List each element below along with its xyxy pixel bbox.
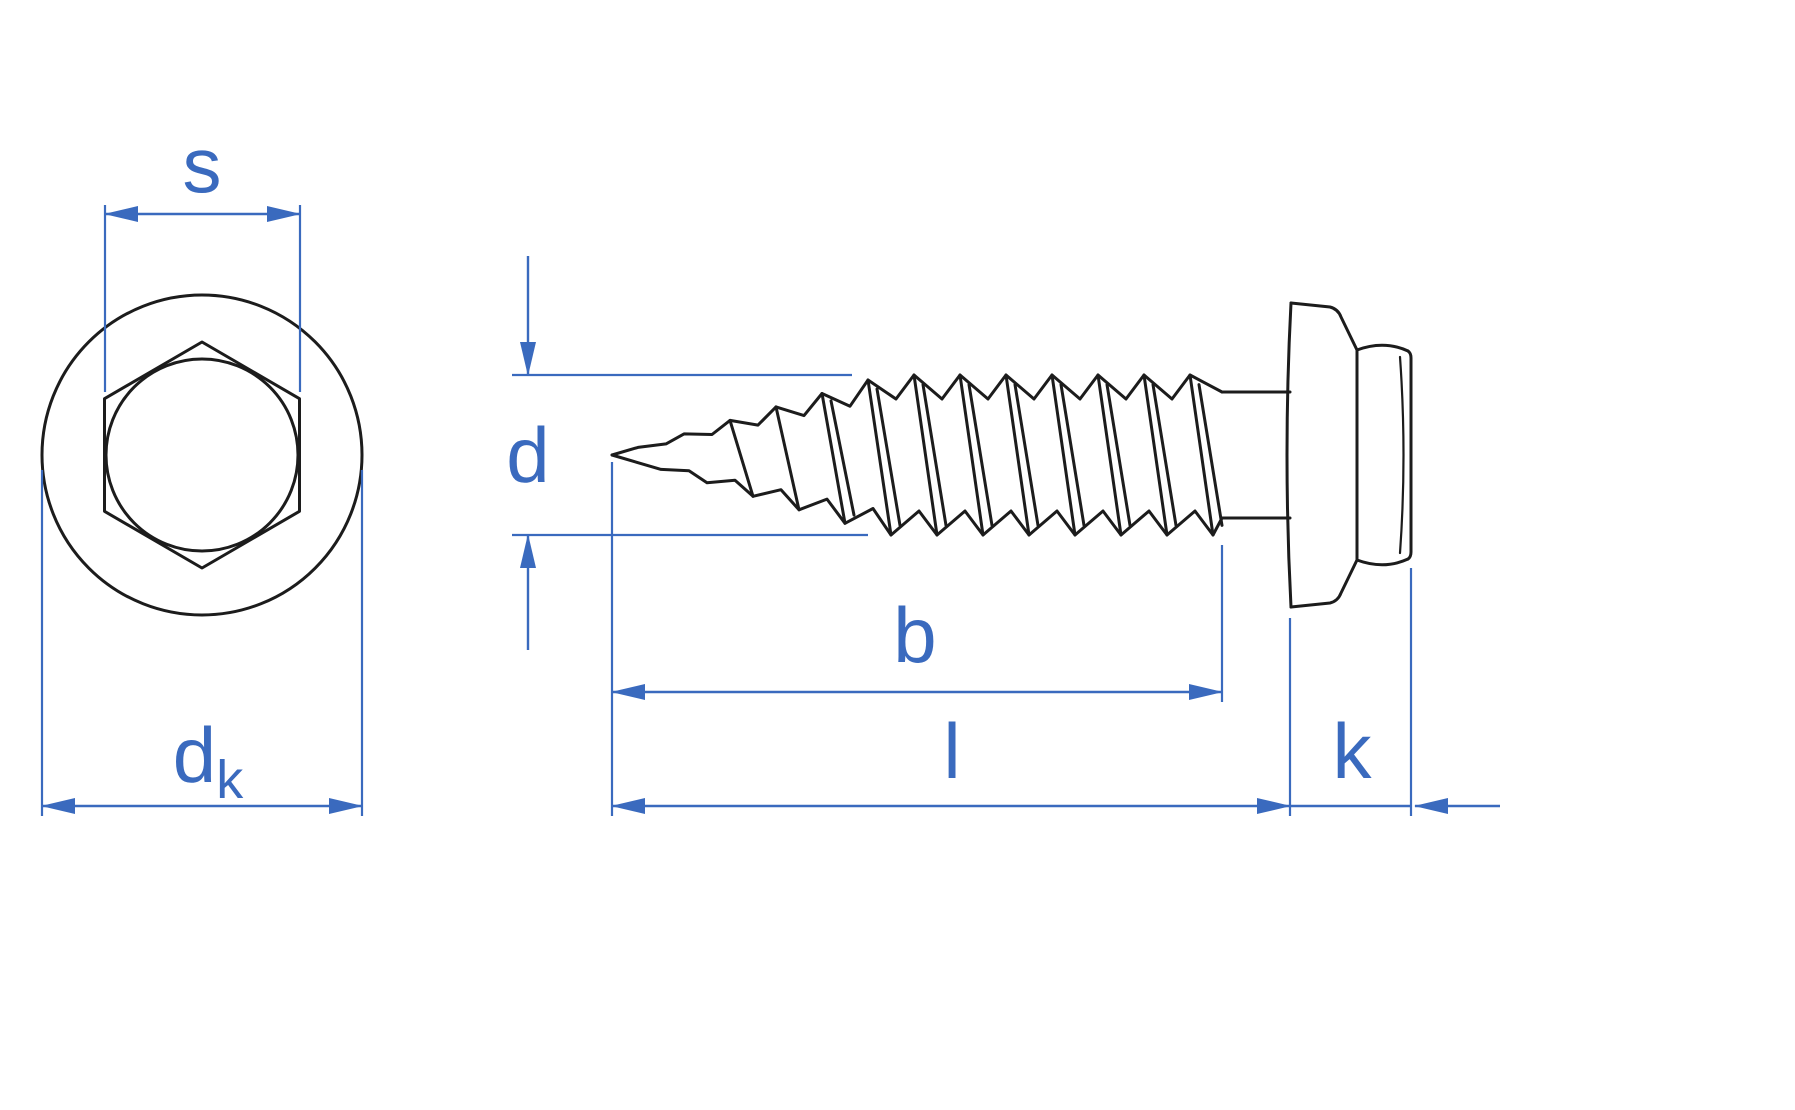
dimension-d: d [506, 256, 868, 650]
thread-line [1013, 383, 1040, 527]
hex-inscribed-circle [104, 357, 300, 553]
dim-label-l: l [943, 707, 960, 795]
thread-line [967, 383, 994, 527]
thread-line [829, 399, 856, 517]
thread-line [1004, 373, 1031, 537]
thread-line [958, 373, 985, 537]
thread-line [875, 387, 902, 527]
dim-label-d: d [506, 411, 549, 499]
flange-outline-circle [40, 293, 364, 617]
dimension-s: s [103, 121, 302, 392]
dimension-k: k [1290, 568, 1500, 816]
thread-line [774, 405, 801, 512]
thread-line [1050, 373, 1077, 537]
thread-line [1142, 373, 1169, 537]
flange-bearing-face [1285, 301, 1293, 609]
flange-top-profile [1289, 301, 1359, 352]
flange-bottom-profile [1289, 558, 1359, 609]
thread-line [1197, 383, 1224, 527]
end-view [40, 293, 364, 617]
thread-line [1188, 373, 1215, 537]
dimension-l: l [611, 618, 1292, 816]
hex-head-outline [103, 340, 301, 570]
thread-line [1096, 373, 1123, 537]
thread-line [820, 392, 847, 525]
thread-line [1059, 383, 1086, 527]
thread-line [1151, 383, 1178, 527]
side-view-threaded-body [610, 373, 1224, 537]
thread-line [728, 418, 755, 498]
thread-line [912, 373, 939, 537]
hex-bottom-edge [1355, 557, 1410, 567]
dimension-dk: dk [40, 470, 364, 816]
dim-label-k: k [1333, 707, 1373, 795]
head-end-face [1406, 349, 1413, 561]
thread-line [866, 378, 893, 537]
dimension-b: b [610, 462, 1224, 816]
dim-label-b: b [893, 591, 936, 679]
dim-label-dk: dk [173, 711, 244, 810]
thread-line [921, 383, 948, 527]
side-view-head [1220, 301, 1413, 609]
thread-line [1105, 383, 1132, 527]
hex-chamfer-arc [1398, 355, 1405, 555]
hex-top-edge [1355, 343, 1410, 353]
dim-label-s: s [183, 121, 222, 209]
